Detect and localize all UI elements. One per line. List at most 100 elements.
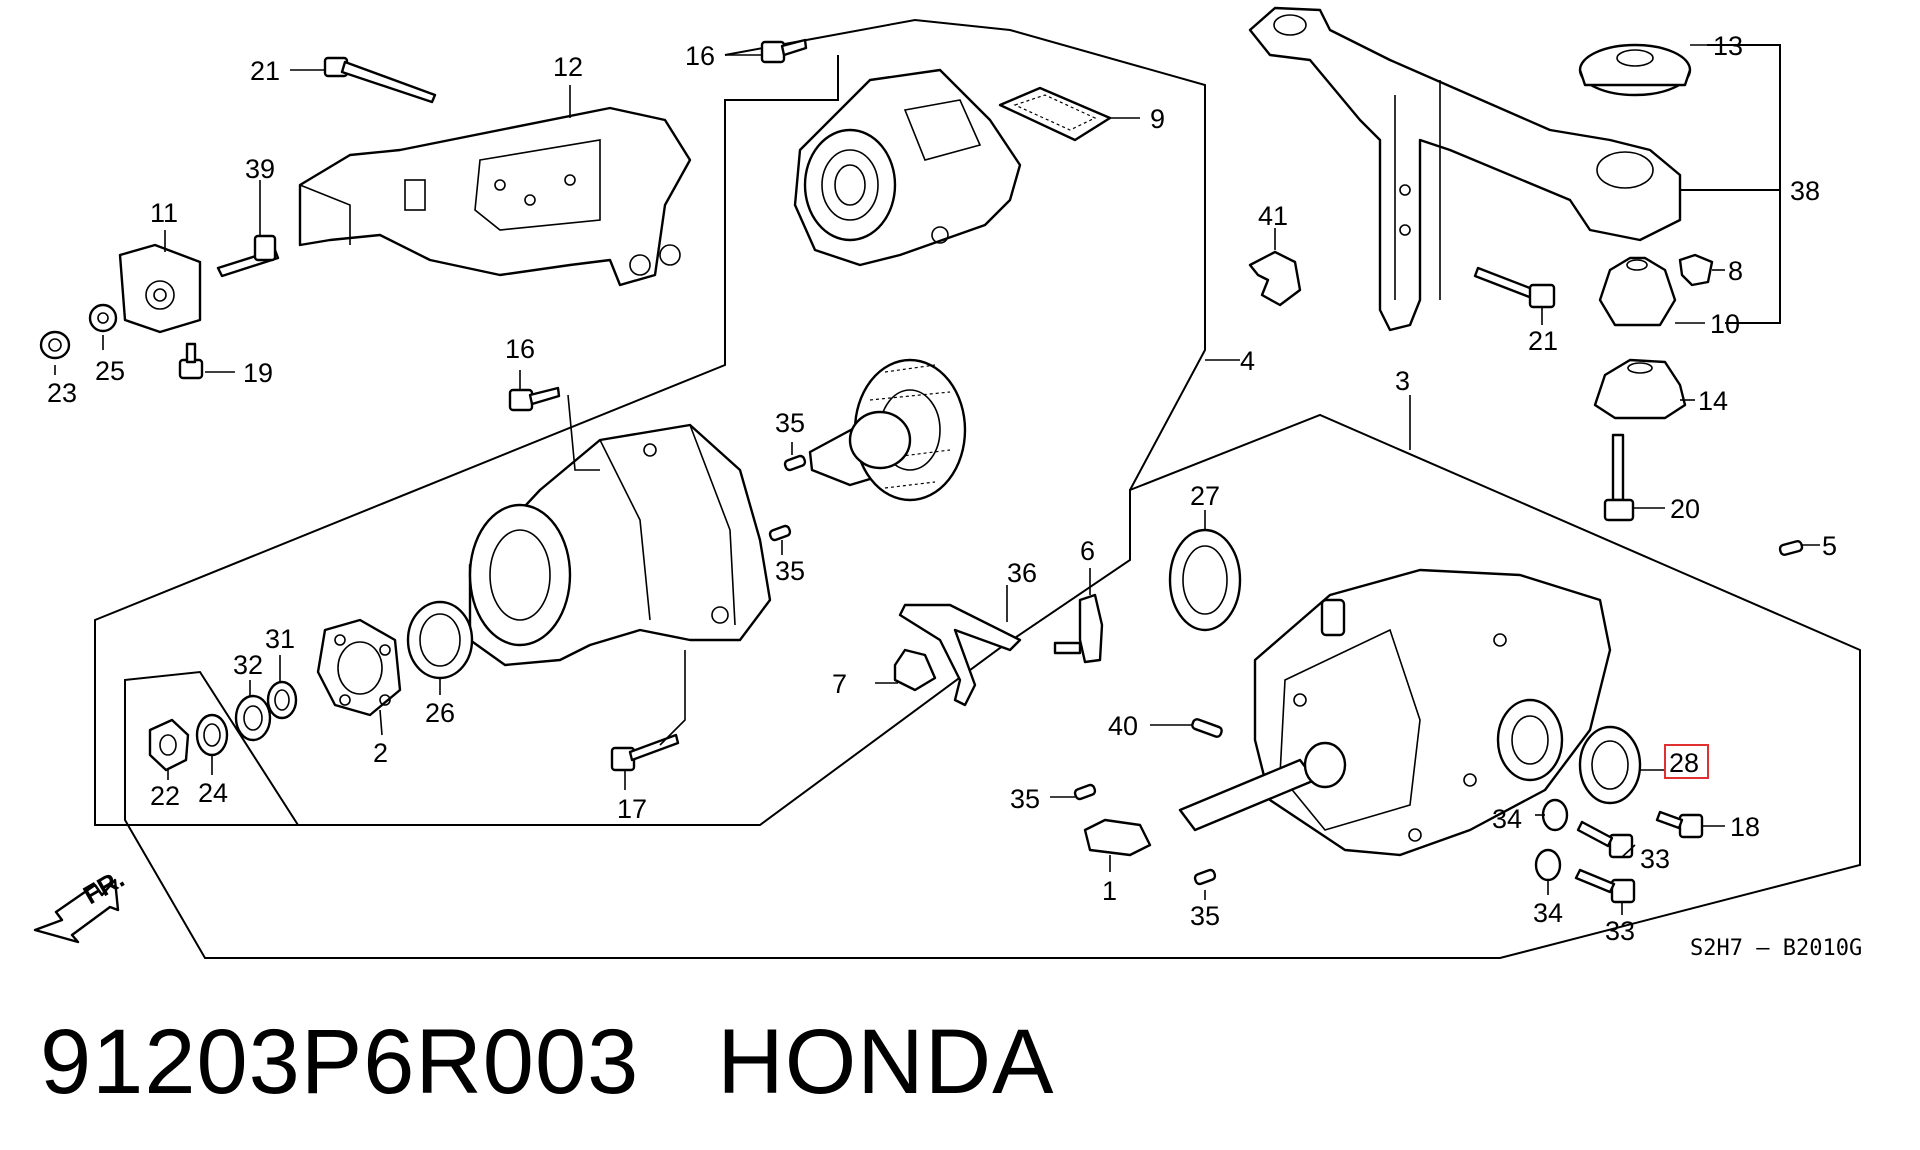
shaft-gear-part (808, 358, 967, 502)
upper-housing-part (793, 68, 1022, 267)
callout-20: 20 (1670, 494, 1700, 524)
callout-17: 17 (617, 794, 647, 824)
callout-18: 18 (1730, 812, 1760, 842)
callout-24: 24 (198, 778, 228, 808)
callout-12: 12 (553, 52, 583, 82)
seal-26-part (406, 600, 474, 680)
pin-5-part (1778, 540, 1804, 556)
assembly-4-outline (94, 18, 1206, 826)
bolt-16-mid-part (508, 386, 561, 412)
seal-28-part (1578, 725, 1642, 805)
callout-2: 2 (373, 738, 388, 768)
nut-22-part (148, 718, 190, 772)
pin-35d-part (1193, 868, 1217, 886)
callout-16-top: 16 (685, 41, 715, 71)
bolt-21-right-part (1473, 266, 1556, 309)
callout-6: 6 (1080, 536, 1095, 566)
leader-lines (54, 44, 1820, 915)
bolt-33a-part (1576, 820, 1634, 859)
front-direction-arrow (33, 878, 120, 944)
callout-8: 8 (1728, 256, 1743, 286)
seal-32-part (234, 694, 272, 742)
diagram-reference-code: S2H7 — B2010G (1690, 936, 1862, 961)
callout-33-a: 33 (1640, 844, 1670, 874)
bolt-19-part (178, 342, 204, 380)
callout-39: 39 (245, 154, 275, 184)
sensor-6-part (1053, 593, 1104, 664)
bushing-10-part (1598, 256, 1677, 327)
callout-35-a: 35 (775, 408, 805, 438)
washer-34a-part (1541, 798, 1569, 832)
hose-36-part (898, 603, 1022, 707)
callout-9: 9 (1150, 104, 1165, 134)
pin-35b-part (768, 524, 792, 542)
callout-25: 25 (95, 356, 125, 386)
cover-9-part (998, 86, 1112, 142)
callout-35-b: 35 (775, 556, 805, 586)
callout-28-highlighted[interactable]: 28 (1669, 748, 1699, 778)
seal-27-part (1168, 528, 1242, 632)
subframe-part (1248, 6, 1682, 332)
washer-25-part (88, 303, 118, 333)
exploded-parts-diagram: FR. (33, 6, 1862, 961)
mount-11-part (118, 243, 202, 334)
bushing-13-part (1578, 43, 1692, 97)
callout-23: 23 (47, 378, 77, 408)
clip-8-part (1678, 253, 1714, 287)
callout-19: 19 (243, 358, 273, 388)
callout-21-top: 21 (250, 56, 280, 86)
clip-7-part (893, 648, 937, 692)
callout-22: 22 (150, 781, 180, 811)
callout-38: 38 (1790, 176, 1820, 206)
callout-10: 10 (1710, 309, 1740, 339)
part-number: 91203P6R003 (40, 1011, 640, 1113)
callout-4: 4 (1240, 346, 1255, 376)
callout-36: 36 (1007, 558, 1037, 588)
stud-39-part (216, 234, 280, 278)
callout-14: 14 (1698, 386, 1728, 416)
bolt-20-part (1603, 433, 1635, 522)
callout-31: 31 (265, 624, 295, 654)
callout-3: 3 (1395, 366, 1410, 396)
transfer-case-part (468, 423, 772, 667)
bolt-33b-part (1574, 868, 1636, 904)
washer-31-part (266, 680, 298, 720)
assembly-3-outline (124, 413, 1861, 959)
callout-32: 32 (233, 650, 263, 680)
callout-7: 7 (832, 669, 847, 699)
brand-name: HONDA (717, 1011, 1055, 1113)
callout-26: 26 (425, 698, 455, 728)
pin-35a-part (783, 454, 807, 472)
callout-16-mid: 16 (505, 334, 535, 364)
callout-41: 41 (1258, 201, 1288, 231)
callout-33-b: 33 (1605, 916, 1635, 946)
callout-5: 5 (1822, 531, 1837, 561)
mount-bracket-part (298, 106, 692, 287)
connector-1-part (1083, 818, 1152, 857)
highlight-box-28 (1664, 744, 1709, 779)
bolt-17-part (610, 733, 680, 772)
callout-34-b: 34 (1533, 898, 1563, 928)
pin-40-part (1191, 718, 1223, 738)
part-caption: 91203P6R003 HONDA (40, 1010, 1133, 1115)
washer-24-part (195, 713, 229, 757)
differential-housing-part (1178, 568, 1612, 857)
bolt-18-part (1655, 810, 1704, 839)
callout-11: 11 (150, 198, 178, 228)
callout-13: 13 (1713, 31, 1743, 61)
bolt-21-part (323, 56, 437, 104)
callout-27: 27 (1190, 481, 1220, 511)
bolt-16-top-part (760, 38, 808, 64)
callout-35-c: 35 (1010, 784, 1040, 814)
callout-35-d: 35 (1190, 901, 1220, 931)
washer-34b-part (1534, 848, 1562, 882)
callout-1: 1 (1102, 876, 1117, 906)
flange-2-part (316, 618, 402, 717)
clip-41-part (1248, 250, 1302, 307)
bracket-10-13-38 (1707, 44, 1781, 324)
callout-21-right: 21 (1528, 326, 1558, 356)
bushing-14-part (1593, 358, 1687, 420)
callout-34-a: 34 (1492, 804, 1522, 834)
callout-40: 40 (1108, 711, 1138, 741)
nut-23-part (39, 330, 71, 360)
